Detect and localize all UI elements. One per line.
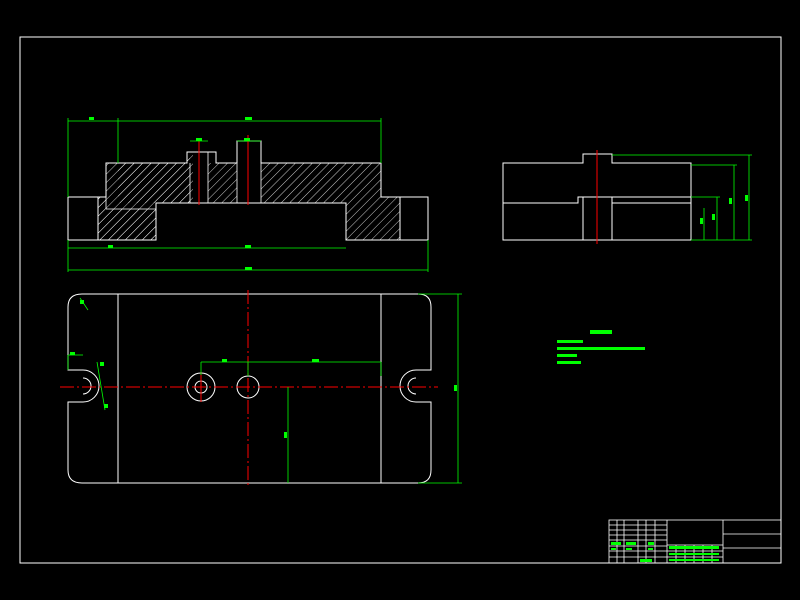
section-hatch-right: [261, 163, 400, 240]
title-block-labels: [611, 542, 719, 562]
side-dimension-lines: [612, 154, 752, 241]
top-dimension-lines: [67, 293, 462, 484]
technical-notes: [557, 330, 645, 364]
side-outline: [502, 153, 692, 241]
title-block: [608, 519, 782, 564]
sheet-border: [19, 36, 782, 564]
front-section-view: [67, 117, 429, 272]
top-outline: [67, 293, 432, 484]
top-view: [60, 290, 462, 486]
side-view: [502, 150, 752, 244]
section-hatch-main: [98, 152, 193, 240]
section-hatch-center: [208, 163, 237, 203]
